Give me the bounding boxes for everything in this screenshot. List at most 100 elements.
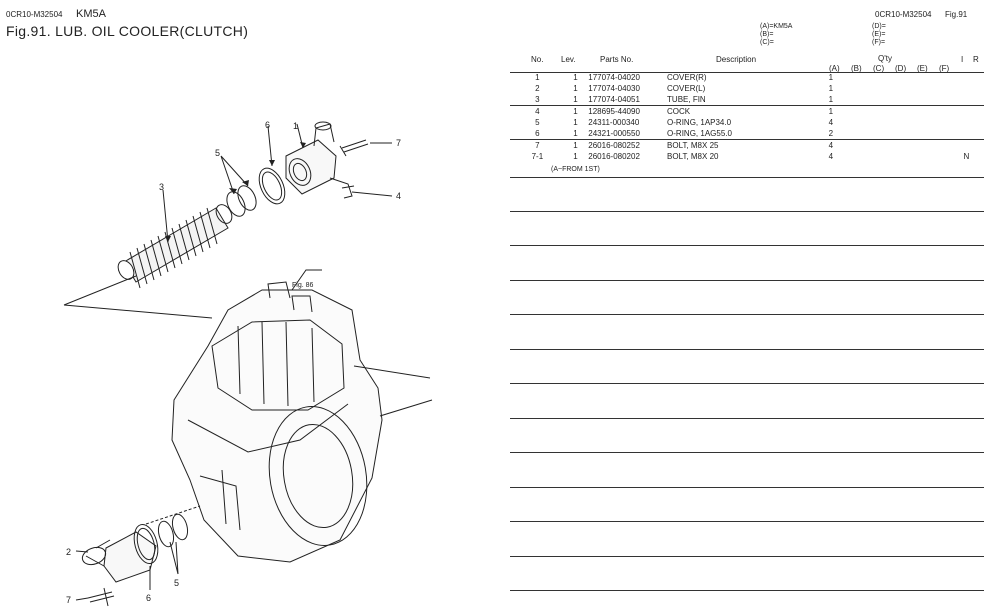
model-d: (D)= [872,23,886,30]
table-row[interactable]: 7-1 1 26016-080202 BOLT, M8X 20 4 N [510,151,984,162]
cell-no: 7-1 [531,152,544,161]
doc-code-left: 0CR10-M32504 [6,10,63,19]
divider [510,177,984,178]
col-qty-c: (C) [873,64,885,73]
divider [510,349,984,350]
divider [510,211,984,212]
divider [510,383,984,384]
bolt-part [339,139,369,157]
cell-note: N [963,152,970,161]
cell-qty-a: 1 [828,84,834,93]
cell-parts-no: 177074-04030 [588,84,640,93]
cell-note [948,128,984,140]
col-qty-b: (B) [851,64,862,73]
cell-lev: 1 [564,94,587,106]
cell-no: 5 [535,118,540,127]
table-row[interactable]: 6 1 24321-000550 O-RING, 1AG55.0 2 [510,128,984,140]
cell-note [949,72,984,83]
cell-no: 6 [510,128,565,140]
o-ring-large [258,167,286,205]
table-row[interactable]: 2 1 177074-04030 COVER(L) 1 [510,83,984,94]
callout-7-bottom: 7 [66,595,71,605]
cell-note [948,94,984,106]
col-qty-f: (F) [939,64,950,73]
doc-code-right: 0CR10-M32504 [875,10,932,19]
divider [510,280,984,281]
col-remark: R [973,55,979,64]
divider [510,245,984,246]
callout-4: 4 [396,191,401,201]
cell-qty-a: 1 [820,94,842,106]
cell-lev: 1 [573,84,578,93]
table-row[interactable]: 7 1 26016-080252 BOLT, M8X 25 4 [510,140,984,152]
cell-qty-a: 4 [828,152,834,161]
divider [510,314,984,315]
cell-lev: 1 [573,141,578,150]
cell-description: BOLT, M8X 25 [667,141,719,150]
divider [510,418,984,419]
cell-no: 4 [535,107,540,116]
col-qty-d: (D) [895,64,907,73]
o-ring-small [171,513,189,541]
table-row[interactable]: 4 1 128695-44090 COCK 1 [510,106,984,118]
cell-no: 1 [535,73,540,82]
cell-qty-a: 2 [820,128,842,140]
col-qty-a: (A) [829,64,840,73]
table-row[interactable]: 5 1 24311-000340 O-RING, 1AP34.0 4 [510,117,984,128]
callout-6-bottom: 6 [146,593,151,603]
cell-lev: 1 [573,152,578,161]
divider [510,590,984,591]
divider [510,487,984,488]
cell-parts-no: 177074-04020 [588,73,640,82]
model-c: (C)= [760,39,774,46]
figure-number-right: Fig.91 [945,10,968,19]
o-ring-small [226,191,246,217]
cell-parts-no: 26016-080202 [588,152,640,161]
cell-qty-a: 1 [828,107,834,116]
cell-note [949,140,984,152]
header-rule [510,72,984,73]
cell-no: 2 [535,84,540,93]
exploded-view-drawing: 1 6 5 3 7 4 Fig. 86 2 6 5 7 [63,120,433,607]
cell-description: TUBE, FIN [665,94,821,106]
cell-parts-no: 177074-04051 [586,94,666,106]
o-ring-small [237,185,257,211]
model-name: KM5A [76,8,106,20]
col-lev: Lev. [561,55,576,64]
table-row[interactable]: 3 1 177074-04051 TUBE, FIN 1 [510,94,984,106]
cell-lev: 1 [573,107,578,116]
cell-note [949,117,984,128]
cell-description: COVER(L) [667,84,706,93]
cover-l-part [81,531,157,583]
callout-2: 2 [66,547,71,557]
model-a: (A)=KM5A [760,23,793,30]
bolt-part [87,587,115,607]
model-f: (F)= [872,39,886,46]
cell-description: O-RING, 1AP34.0 [667,118,732,127]
cell-note [949,83,984,94]
cell-qty-a: 1 [828,73,834,82]
col-qty-e: (E) [917,64,928,73]
cover-r-part [285,121,337,195]
callout-3: 3 [159,182,164,192]
cell-note [949,106,984,118]
callout-1: 1 [293,121,298,131]
cell-no: 7 [535,141,540,150]
divider [510,521,984,522]
callout-5: 5 [215,148,220,158]
cell-qty-a: 4 [828,141,834,150]
col-parts-no: Parts No. [600,55,634,64]
model-e: (E)= [872,31,886,38]
model-b: (B)= [760,31,774,38]
divider [510,556,984,557]
table-row[interactable]: 1 1 177074-04020 COVER(R) 1 [510,72,984,83]
model-legend-left: (A)=KM5A (B)= (C)= [760,23,792,47]
o-ring-small [157,520,175,548]
cell-description: BOLT, M8X 20 [667,152,719,161]
cell-lev: 1 [573,118,578,127]
cell-parts-no: 24321-000550 [586,128,666,140]
callout-fig-ref: Fig. 86 [292,282,314,289]
clutch-housing [171,281,383,563]
o-ring-large [133,523,159,565]
cell-parts-no: 26016-080252 [588,141,640,150]
